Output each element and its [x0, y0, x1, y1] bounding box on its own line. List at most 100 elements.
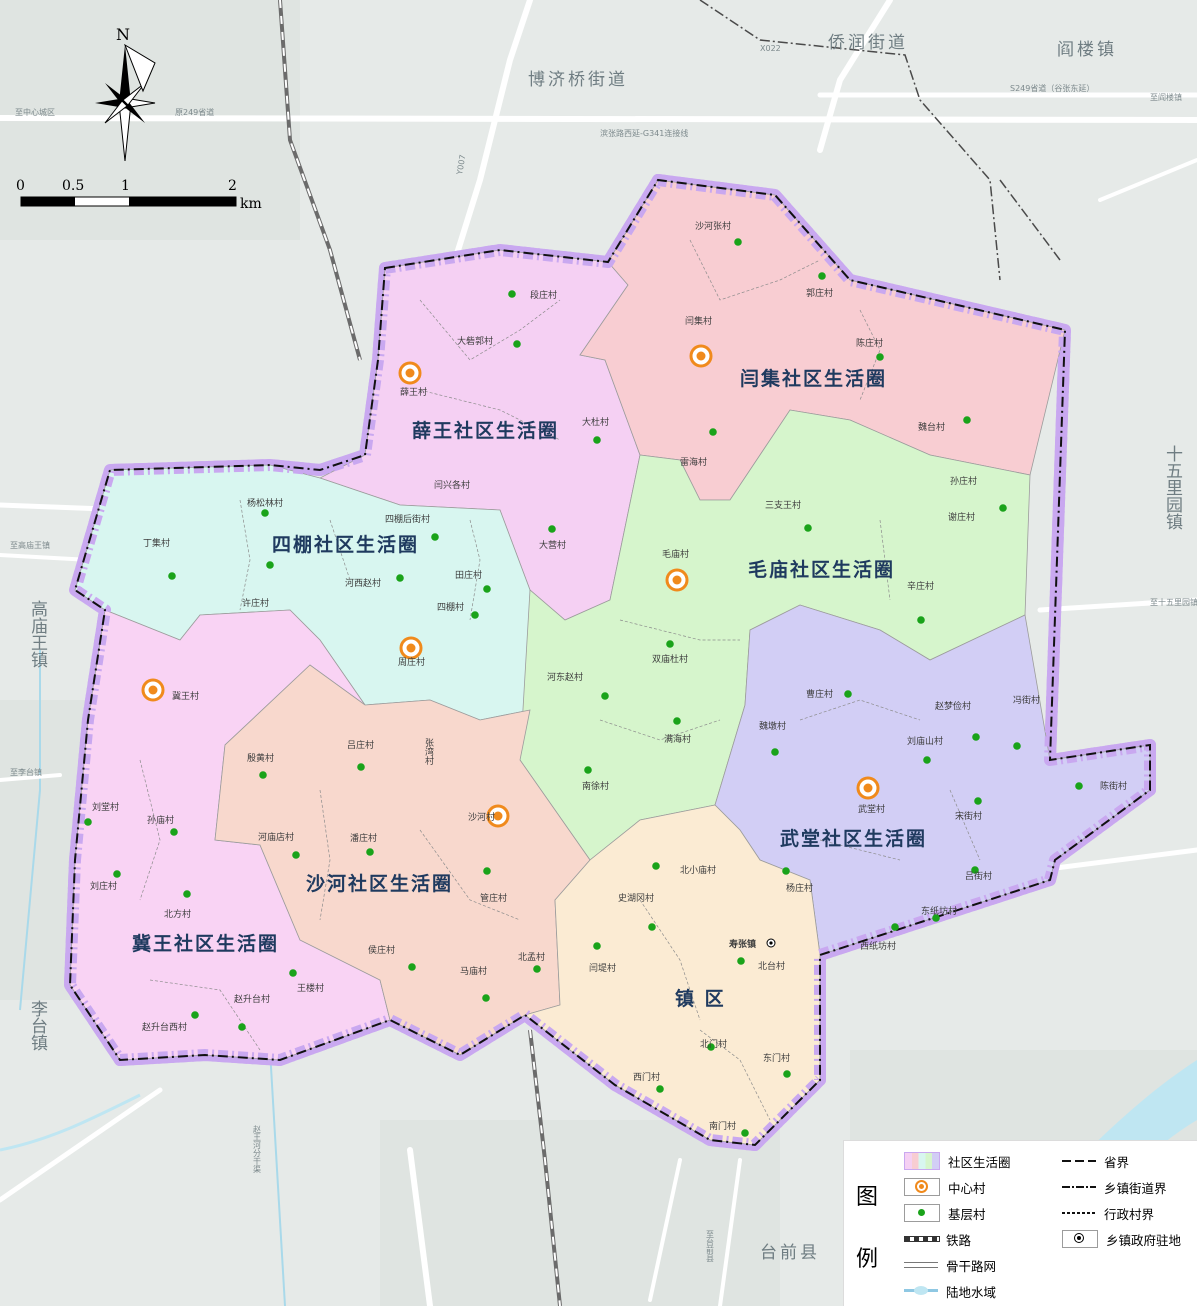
svg-text:0: 0 — [16, 178, 25, 194]
svg-text:北门村: 北门村 — [700, 1038, 727, 1050]
village-ximen: 西门村 — [633, 1071, 664, 1093]
village-boundary-icon — [1062, 1205, 1096, 1221]
township-boundaries — [699, 0, 1061, 281]
svg-text:至阎楼镇: 至阎楼镇 — [1150, 92, 1182, 102]
center-village-jiwang: 冀王村 — [141, 678, 199, 702]
svg-text:沙河村: 沙河村 — [468, 811, 495, 823]
svg-text:郭庄村: 郭庄村 — [806, 287, 833, 299]
village-beimen: 北门村 — [700, 1038, 727, 1051]
village-yangzhuang: 杨庄村 — [782, 867, 813, 894]
map-legend: 图 例 社区生活圈 中心村 基层村 铁路 骨干路网 陆地水域 — [843, 1140, 1197, 1306]
village-chenzhuang: 陈庄村 — [856, 337, 884, 361]
village-dazhaiguo: 大砦郭村 — [457, 335, 521, 348]
township-boundary-icon — [1062, 1179, 1096, 1195]
svg-text:S249省道（谷张东延）: S249省道（谷张东延） — [1010, 83, 1094, 93]
svg-text:满海村: 满海村 — [664, 733, 691, 745]
svg-text:张湾村: 张湾村 — [423, 738, 434, 765]
svg-text:北方村: 北方村 — [164, 908, 191, 920]
study-area-boundary-line — [68, 178, 1151, 1147]
svg-text:雷海村: 雷海村 — [680, 456, 707, 468]
village-hemiaodian: 河庙店村 — [258, 831, 300, 859]
svg-text:辛庄村: 辛庄村 — [907, 580, 934, 592]
svg-text:滨张路西延-G341连接线: 滨张路西延-G341连接线 — [600, 128, 688, 138]
village-xuzhuang: 许庄村 — [242, 561, 274, 609]
svg-text:X022: X022 — [760, 44, 781, 53]
town-bojiqiao: 博济桥街道 — [528, 70, 628, 90]
village-zhaoshengtaixi: 赵升台西村 — [142, 1011, 199, 1033]
svg-text:km: km — [240, 196, 262, 212]
svg-text:河庙店村: 河庙店村 — [258, 831, 294, 843]
svg-text:闫堤村: 闫堤村 — [589, 962, 616, 974]
svg-text:至李台镇: 至李台镇 — [10, 767, 42, 777]
center-village-shahe: 沙河村 — [468, 804, 510, 828]
village-shahezhang: 沙河张村 — [695, 220, 742, 246]
village-sanzhiwang: 三支王村 — [765, 499, 812, 532]
svg-text:至十五里园镇: 至十五里园镇 — [1150, 597, 1197, 607]
village-chenjie: 陈街村 — [1075, 780, 1127, 792]
village-fengjie: 冯街村 — [1013, 694, 1040, 750]
svg-text:宋街村: 宋街村 — [955, 810, 982, 822]
svg-text:闫集村: 闫集村 — [685, 315, 712, 327]
village-hedongzhao: 河东赵村 — [547, 671, 609, 700]
town-qiaorun: 侨润街道 — [828, 33, 908, 53]
village-liutang: 刘堂村 — [84, 801, 119, 826]
village-caozhuang: 曹庄村 — [806, 688, 852, 700]
svg-text:曹庄村: 曹庄村 — [806, 688, 833, 700]
center-village-xuewang: 薛王村 — [398, 361, 427, 398]
svg-text:原249省道: 原249省道 — [175, 107, 214, 117]
svg-text:马庙村: 马庙村 — [460, 965, 487, 977]
village-houzhuang: 侯庄村 — [368, 944, 416, 971]
svg-text:冀王村: 冀王村 — [172, 690, 199, 702]
village-dingji: 丁集村 — [143, 537, 176, 580]
legend-item-government: 乡镇政府驻地 — [1062, 1229, 1181, 1249]
village-xizhifang: 西纸坊村 — [860, 923, 899, 952]
town-taiqian: 台前县 — [760, 1243, 820, 1263]
region-label-jiwang: 冀王社区生活圈 — [132, 932, 279, 955]
svg-text:魏台村: 魏台村 — [918, 421, 945, 433]
svg-text:周庄村: 周庄村 — [398, 656, 425, 668]
svg-text:王楼村: 王楼村 — [297, 982, 324, 994]
town-shiwuliyuan: 十五里园镇 — [1162, 445, 1183, 530]
svg-text:至台前县: 至台前县 — [706, 1230, 715, 1263]
svg-text:许庄村: 许庄村 — [242, 597, 269, 609]
region-label-wutang: 武堂社区生活圈 — [780, 827, 927, 850]
village-songjie: 宋街村 — [955, 797, 982, 822]
svg-text:至高庙王镇: 至高庙王镇 — [10, 540, 50, 550]
village-yinhuang: 殷黄村 — [247, 752, 274, 779]
village-dongzhifang: 东纸坊村 — [921, 905, 957, 922]
legend-item-road: 骨干路网 — [904, 1255, 996, 1275]
legend-item-railway: 铁路 — [904, 1229, 971, 1249]
village-mamiao: 马庙村 — [460, 965, 490, 1002]
north-label: N — [116, 25, 130, 44]
svg-text:大杜村: 大杜村 — [582, 416, 609, 428]
svg-text:薛王村: 薛王村 — [400, 386, 427, 398]
svg-text:Y007: Y007 — [455, 154, 468, 176]
svg-text:北台村: 北台村 — [758, 960, 785, 972]
svg-text:西纸坊村: 西纸坊村 — [860, 940, 896, 952]
village-zhaomengjian: 赵梦俭村 — [935, 700, 980, 741]
village-sunzhuang: 孙庄村 — [950, 475, 977, 487]
village-liuzhuang: 刘庄村 — [90, 870, 121, 892]
basic-village-icon — [904, 1204, 940, 1222]
svg-text:段庄村: 段庄村 — [530, 289, 557, 301]
village-beixiaomiao: 北小庙村 — [652, 862, 716, 876]
village-guozhuang: 郭庄村 — [806, 272, 833, 299]
svg-text:武堂村: 武堂村 — [858, 803, 885, 815]
region-label-sipeng: 四棚社区生活圈 — [272, 533, 419, 556]
village-sipenghoujie: 四棚后街村 — [385, 513, 439, 541]
region-label-yanji: 闫集社区生活圈 — [740, 367, 887, 390]
svg-text:四棚后街村: 四棚后街村 — [385, 513, 430, 525]
village-dadu: 大杜村 — [582, 416, 609, 444]
svg-text:南徐村: 南徐村 — [582, 780, 609, 792]
legend-item-water: 陆地水域 — [904, 1281, 996, 1301]
community-circle-icon — [904, 1152, 940, 1170]
railway-icon — [904, 1231, 940, 1247]
village-beimeng: 北孟村 — [518, 951, 545, 973]
town-labels-vertical: 十五里园镇 高庙王镇 李台镇 — [27, 445, 1183, 1051]
svg-text:三支王村: 三支王村 — [765, 499, 801, 511]
svg-text:0.5: 0.5 — [62, 178, 84, 194]
village-leihai: 雷海村 — [680, 428, 717, 468]
svg-text:吕街村: 吕街村 — [965, 870, 992, 882]
water-icon — [904, 1283, 938, 1299]
village-wanglou: 王楼村 — [289, 969, 324, 994]
